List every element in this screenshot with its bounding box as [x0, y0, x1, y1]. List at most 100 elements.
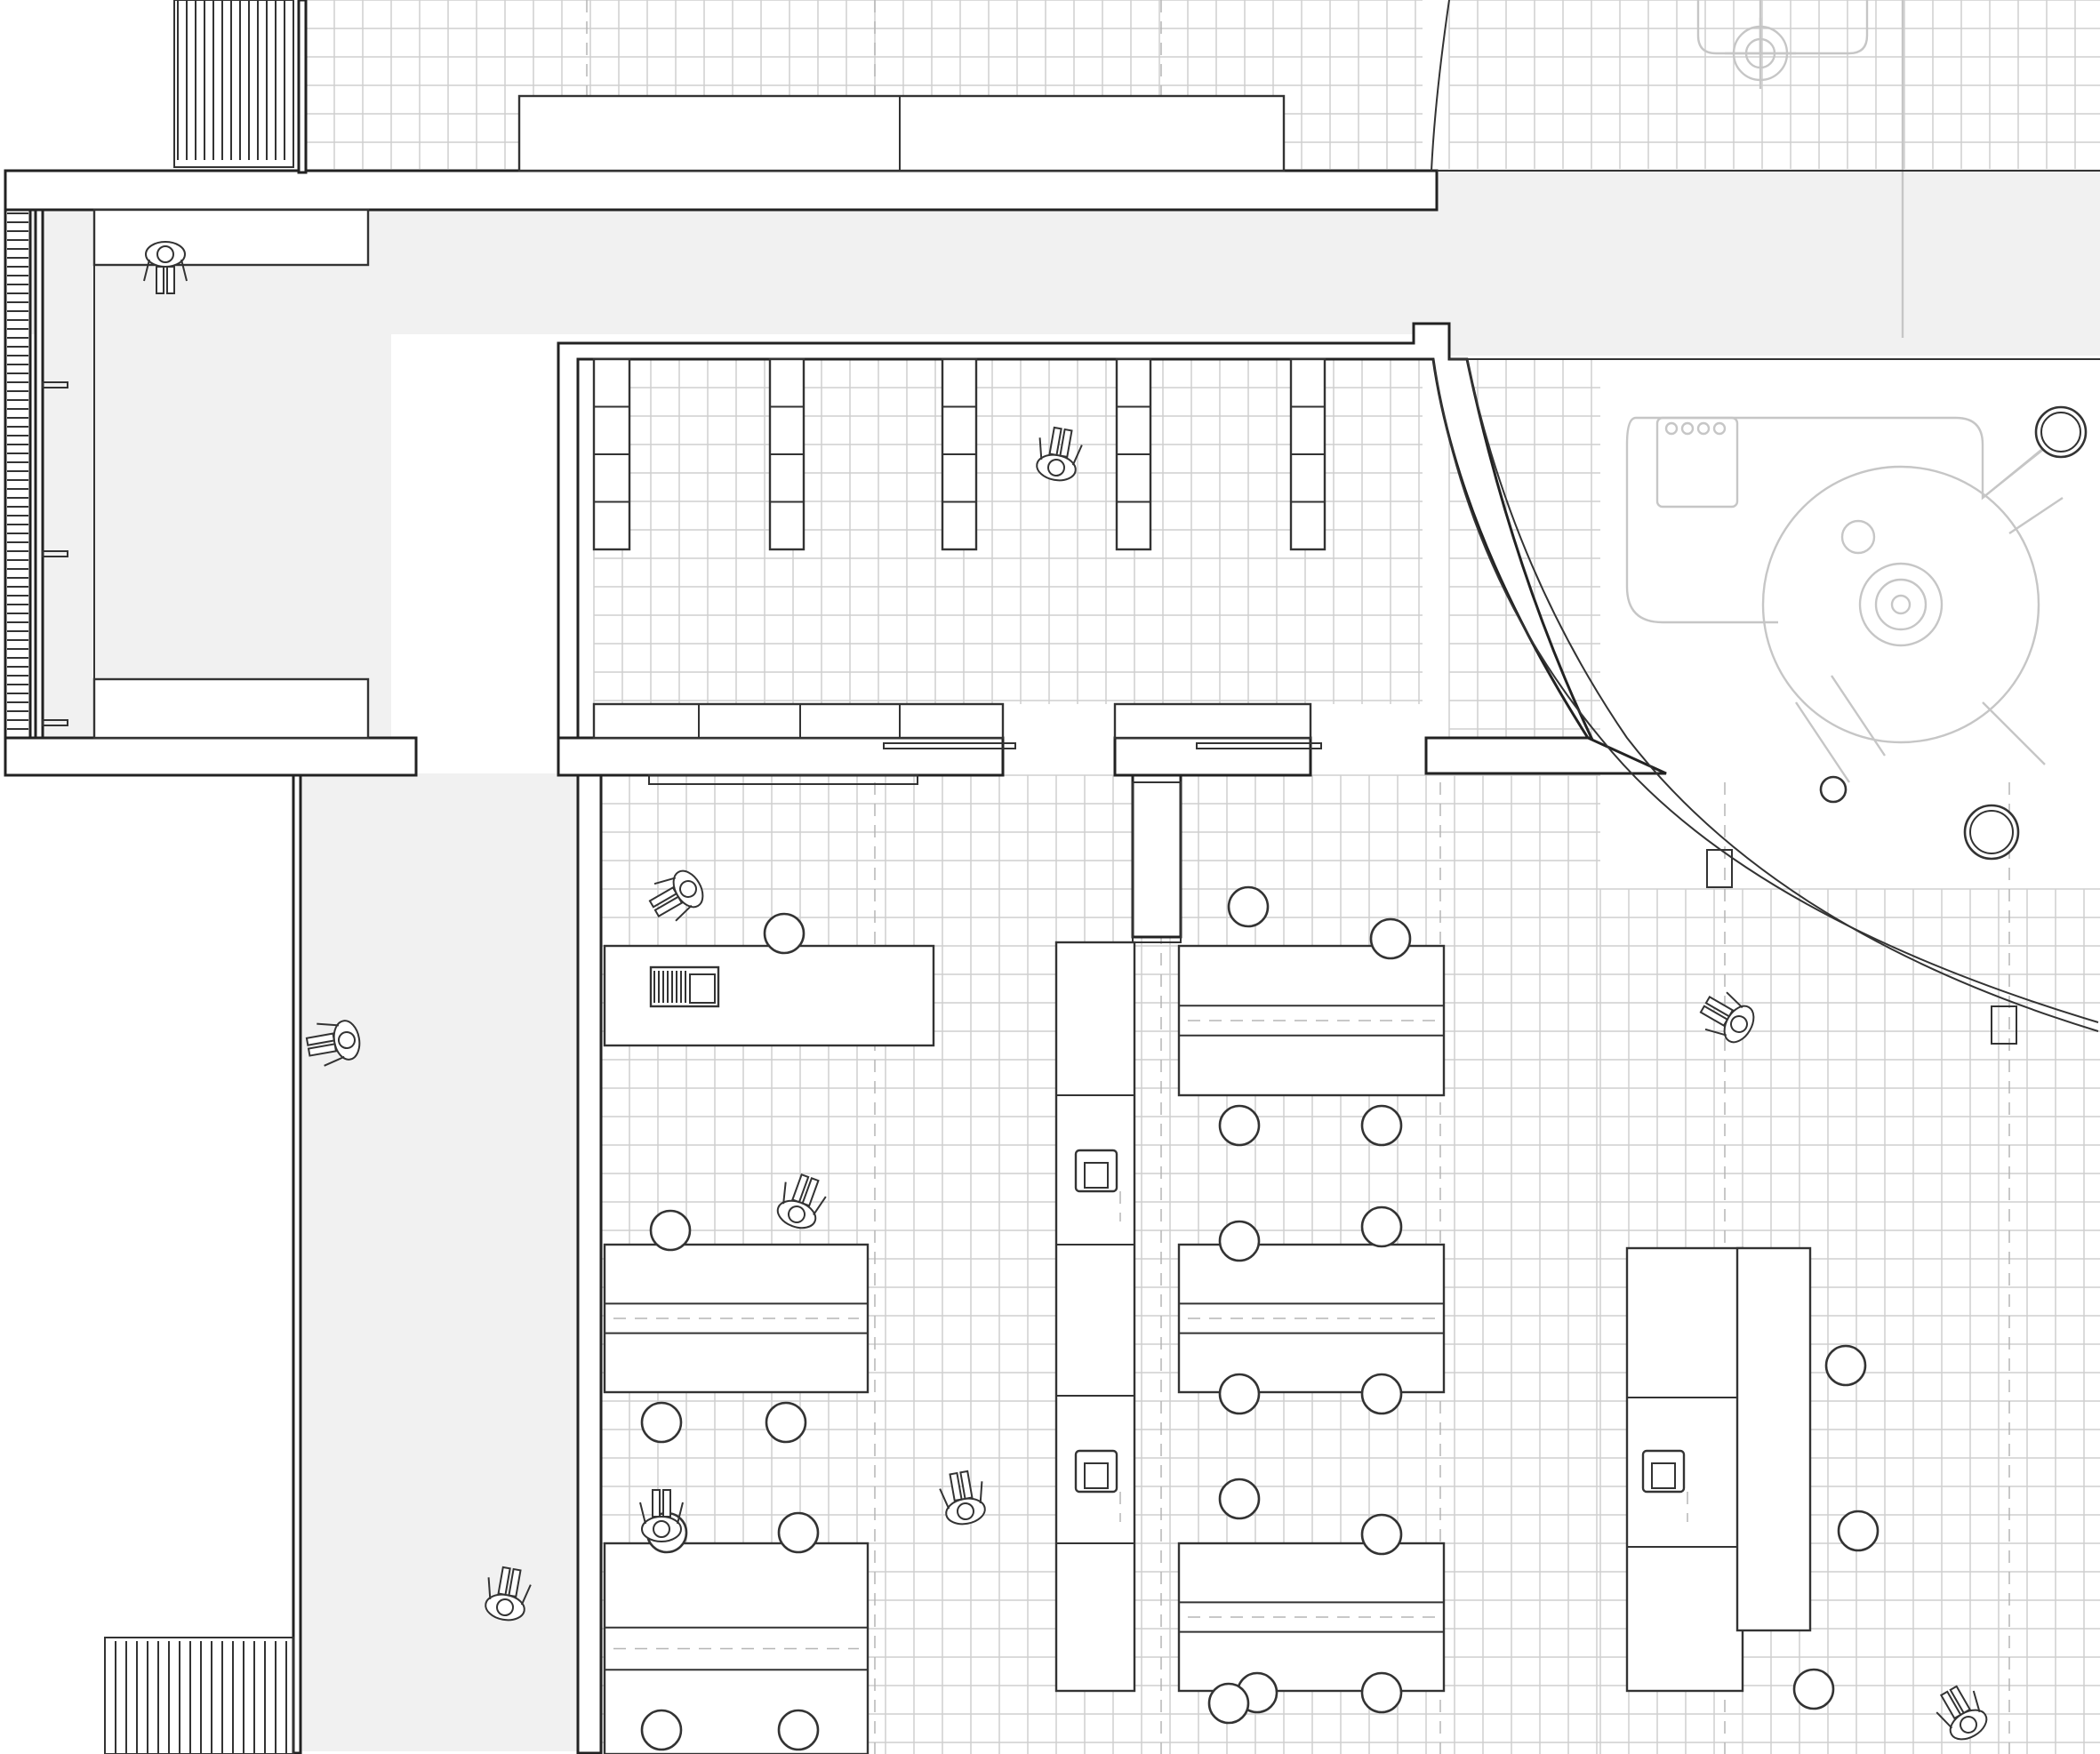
workbench	[1177, 944, 1446, 1097]
person-arm	[487, 1577, 492, 1600]
machine-roaster	[1625, 0, 2081, 783]
storage-racks	[592, 357, 1327, 551]
person-icon	[143, 241, 188, 294]
stair-treads	[115, 1641, 287, 1754]
stool	[1218, 1478, 1261, 1520]
person-leg	[1939, 1690, 1962, 1720]
port-ring	[2034, 405, 2088, 459]
stool	[649, 1209, 692, 1252]
sink-basin	[689, 973, 716, 1004]
person-leg	[648, 885, 678, 909]
person-arm	[782, 1181, 787, 1205]
person-leg	[791, 1173, 810, 1204]
person-icon	[1936, 1685, 1988, 1741]
drum-hub-core	[1890, 594, 1912, 615]
sink	[1074, 1149, 1118, 1193]
person-leg	[1699, 1005, 1729, 1028]
person-arm	[677, 1502, 684, 1525]
port-ring-inner	[2040, 412, 2081, 453]
knob	[1712, 421, 1727, 436]
left-corridor-upper	[36, 210, 391, 743]
person-head	[496, 1598, 514, 1616]
sink-basin	[1651, 1462, 1676, 1489]
person-leg	[508, 1567, 522, 1598]
port-ring-inner	[1969, 810, 2014, 854]
person-arm	[1704, 1028, 1727, 1037]
person-head	[957, 1502, 974, 1520]
sinks	[649, 965, 1688, 1522]
person-leg	[653, 895, 684, 918]
stool	[1824, 1344, 1867, 1387]
left-column-wall	[34, 208, 44, 740]
person-icon	[485, 1566, 532, 1622]
drum-hub	[1858, 562, 1944, 647]
person-arm	[317, 1022, 340, 1027]
person-icon	[939, 1470, 986, 1526]
person-head	[338, 1031, 356, 1049]
left-mid-wall	[4, 736, 418, 777]
person-arm	[639, 1502, 646, 1525]
workbench	[1177, 1542, 1446, 1693]
door-panel	[883, 742, 1016, 749]
person-arm	[1936, 1711, 1953, 1729]
door-marker	[1991, 1005, 2017, 1045]
stool	[763, 912, 806, 955]
lab-cabinets	[592, 702, 1322, 785]
top-wall	[4, 169, 1439, 212]
corridors	[5, 169, 2100, 1751]
sink-basin	[1084, 1462, 1109, 1489]
stool	[1360, 1513, 1403, 1556]
sink	[1074, 1449, 1118, 1494]
knob	[1680, 421, 1695, 436]
stool	[1360, 1205, 1403, 1248]
stool	[1792, 1668, 1835, 1710]
mullion	[42, 550, 68, 557]
lab-inner-wall	[576, 773, 603, 1754]
person-head	[156, 245, 174, 263]
person-leg	[497, 1566, 511, 1597]
person-arm	[979, 1481, 983, 1504]
top-counter	[92, 94, 1286, 740]
stool	[1218, 1104, 1261, 1147]
drum	[1761, 465, 2040, 744]
workbenches	[603, 781, 1812, 1754]
counter	[517, 94, 1286, 172]
person-icon	[1699, 991, 1755, 1044]
person-arm	[653, 877, 677, 885]
person-icon	[648, 869, 704, 922]
machine-ports	[1819, 405, 2088, 861]
person-leg	[305, 1032, 336, 1046]
person-leg	[959, 1470, 974, 1501]
column-duct	[1132, 781, 1182, 943]
stool	[765, 1401, 807, 1444]
person-leg	[307, 1043, 338, 1057]
person-leg	[166, 266, 175, 294]
mullion	[42, 719, 68, 726]
machine-outline	[1625, 416, 2081, 624]
person-arm	[1726, 991, 1743, 1009]
person-icon	[776, 1173, 827, 1229]
sink-basin	[1084, 1162, 1109, 1189]
person-arm	[813, 1196, 827, 1216]
stool	[640, 1709, 683, 1751]
drum-hub-inner	[1874, 578, 1928, 631]
door-markers	[1706, 849, 2017, 1045]
person-leg	[1949, 1685, 1972, 1715]
cabinet	[592, 702, 1005, 740]
right-lower-wall	[1131, 773, 1182, 939]
stool	[1360, 1373, 1403, 1415]
workbench	[1177, 1243, 1446, 1394]
stool	[777, 1511, 820, 1554]
mullion	[42, 381, 68, 388]
lab-wall-left-stub	[557, 736, 1005, 777]
drum-port	[1840, 519, 1876, 555]
port-small	[1819, 775, 1848, 804]
people	[143, 241, 1988, 1741]
curved-glass-wall	[1432, 358, 2099, 1023]
person-leg	[156, 266, 164, 294]
stool	[1837, 1510, 1880, 1552]
door-marker	[1706, 849, 1733, 888]
stool	[1218, 1220, 1261, 1262]
workbench	[603, 1243, 870, 1394]
stair-top	[173, 0, 294, 168]
